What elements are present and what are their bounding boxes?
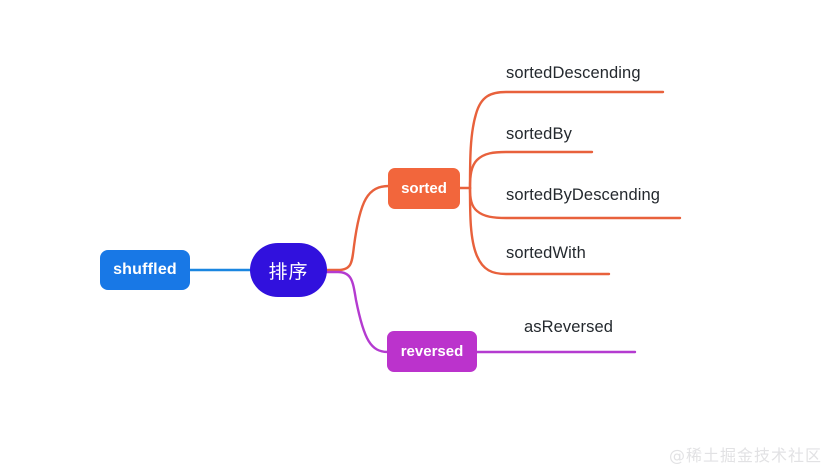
node-sorted[interactable]: sorted [388, 168, 460, 209]
node-reversed-label: reversed [400, 343, 464, 360]
connector-branch-sortedby [468, 150, 594, 190]
node-root-label: 排序 [268, 261, 309, 283]
connector-root-to-reversed [324, 270, 390, 354]
leaf-sortedbydescending[interactable]: sortedByDescending [506, 186, 661, 204]
node-root-sorting[interactable]: 排序 [250, 243, 327, 297]
node-shuffled-label: shuffled [113, 261, 177, 278]
node-reversed[interactable]: reversed [387, 331, 477, 372]
node-sorted-label: sorted [401, 180, 447, 197]
leaf-sortedwith[interactable]: sortedWith [506, 244, 586, 262]
watermark: @稀土掘金技术社区 [668, 446, 822, 465]
connector-root-to-sorted [324, 184, 391, 272]
node-shuffled[interactable]: shuffled [100, 250, 190, 290]
leaf-sorteddescending[interactable]: sortedDescending [506, 64, 641, 82]
leaf-sortedby[interactable]: sortedBy [506, 125, 572, 143]
leaf-asreversed[interactable]: asReversed [524, 318, 614, 336]
